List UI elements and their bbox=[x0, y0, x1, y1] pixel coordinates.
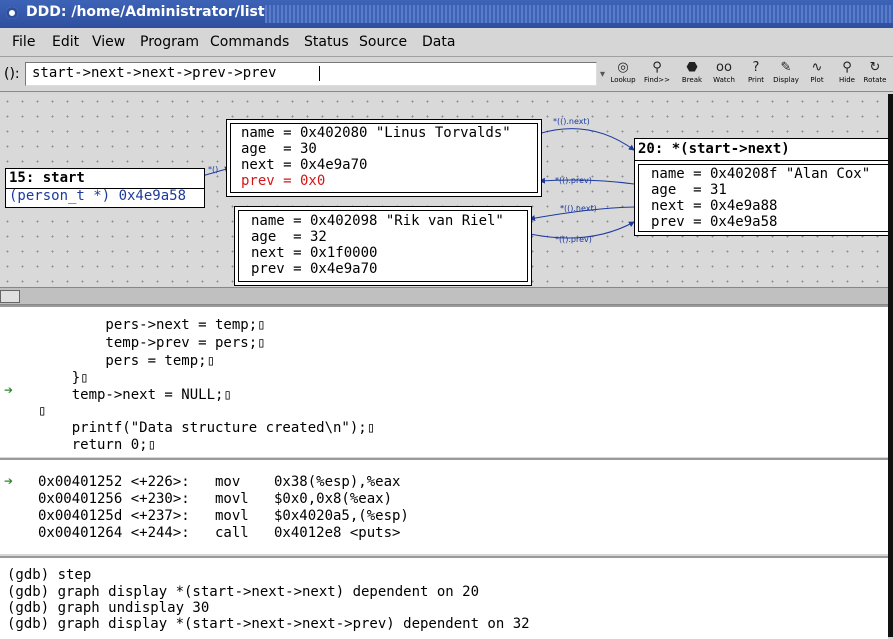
text-caret bbox=[319, 66, 320, 81]
eyes-icon: oo bbox=[716, 60, 732, 75]
display-icon: ✎ bbox=[780, 60, 792, 75]
rotate-button[interactable]: ↻Rotate bbox=[857, 60, 893, 88]
edge-32-prev-to-20 bbox=[529, 221, 635, 239]
node-rik-next: next = 0x1f0000 bbox=[251, 245, 378, 261]
node-linus-prev: prev = 0x0 bbox=[241, 173, 326, 189]
node-rik[interactable]: name = 0x402098 "Rik van Riel" age = 32 … bbox=[234, 206, 532, 286]
source-line: ▯ bbox=[38, 403, 47, 419]
print-button[interactable]: ?Print bbox=[738, 60, 774, 88]
node-linus-name: name = 0x402080 "Linus Torvalds" bbox=[241, 125, 511, 141]
edge-label-deref: *() bbox=[208, 165, 218, 174]
vertical-scrollbar[interactable] bbox=[888, 94, 893, 637]
node-rik-name: name = 0x402098 "Rik van Riel" bbox=[251, 213, 504, 229]
menu-commands[interactable]: Commands bbox=[210, 34, 290, 50]
plot-icon: ∿ bbox=[811, 60, 823, 75]
source-line: }▯ bbox=[38, 370, 89, 386]
console-line: (gdb) graph undisplay 30 bbox=[7, 600, 210, 616]
edge-20-prev-to-30 bbox=[539, 177, 635, 185]
source-line: return 0;▯ bbox=[38, 437, 157, 453]
source-line: pers->next = temp;▯ bbox=[38, 317, 266, 333]
console-line: (gdb) graph display *(start->next->next)… bbox=[7, 584, 480, 600]
start-display[interactable]: 15: start (person_t *) 0x4e9a58 bbox=[5, 168, 205, 208]
node-linus-age: age = 30 bbox=[241, 141, 317, 157]
hide-button[interactable]: ⚲Hide bbox=[829, 60, 865, 88]
plot-button[interactable]: ∿Plot bbox=[799, 60, 835, 88]
source-line: temp->prev = pers;▯ bbox=[38, 335, 266, 351]
lookup-icon: ◎ bbox=[617, 60, 629, 75]
source-pane[interactable]: ➔ pers->next = temp;▯ temp->prev = pers;… bbox=[0, 305, 888, 457]
toolbar: (): start->next->next->prev->prev ▾ ◎Loo… bbox=[0, 57, 893, 92]
edge-30-next bbox=[537, 128, 635, 151]
stop-sign-icon: ⬣ bbox=[686, 60, 698, 75]
argument-input[interactable]: start->next->next->prev->prev ▾ bbox=[25, 62, 605, 86]
start-title: 15: start bbox=[9, 170, 85, 186]
display-button[interactable]: ✎Display bbox=[768, 60, 804, 88]
find-button[interactable]: ⚲Find>> bbox=[639, 60, 675, 88]
asm-line: 0x00401256 <+230>: movl $0x0,0x8(%eax) bbox=[38, 491, 393, 507]
start-value: (person_t *) 0x4e9a58 bbox=[9, 188, 187, 204]
argument-value: start->next->next->prev->prev bbox=[32, 65, 277, 81]
execution-arrow-icon: ➔ bbox=[4, 472, 14, 490]
menu-view[interactable]: View bbox=[92, 34, 126, 50]
scrollbar-thumb[interactable] bbox=[0, 290, 20, 303]
window-title: DDD: /home/Administrator/list.c bbox=[26, 4, 279, 20]
menu-status[interactable]: Status bbox=[304, 34, 349, 50]
menu-file[interactable]: File bbox=[12, 34, 36, 50]
node-alan-title: 20: *(start->next) bbox=[638, 141, 790, 157]
lookup-button[interactable]: ◎Lookup bbox=[605, 60, 641, 88]
gdb-console-pane[interactable]: (gdb) step (gdb) graph display *(start->… bbox=[0, 556, 888, 639]
console-line: (gdb) graph display *(start->next->next-… bbox=[7, 616, 530, 632]
asm-line: 0x0040125d <+237>: movl $0x4020a5,(%esp) bbox=[38, 508, 409, 524]
asm-line: 0x00401264 <+244>: call 0x4012e8 <puts> bbox=[38, 525, 401, 541]
node-alan-age: age = 31 bbox=[651, 182, 727, 198]
edge-32-next bbox=[529, 206, 635, 222]
asm-line-current: 0x00401252 <+226>: mov 0x38(%esp),%eax bbox=[38, 474, 401, 490]
edge-label-prev: *(().prev) bbox=[555, 176, 592, 185]
source-line: pers = temp;▯ bbox=[38, 353, 216, 369]
edge-label-next-2: *(().next) bbox=[560, 204, 597, 213]
break-button[interactable]: ⬣Break bbox=[674, 60, 710, 88]
data-graph-pane[interactable]: *(().next) *(().prev) *(().next) *(().pr… bbox=[0, 94, 890, 286]
node-alan-next: next = 0x4e9a88 bbox=[651, 198, 778, 214]
binoculars-icon: ⚲ bbox=[652, 60, 662, 75]
menu-source[interactable]: Source bbox=[359, 34, 408, 50]
node-alan-prev: prev = 0x4e9a58 bbox=[651, 214, 778, 230]
menu-bar: File Edit View Program Commands Status S… bbox=[0, 30, 893, 57]
title-bar-stripes bbox=[265, 5, 893, 23]
menu-program[interactable]: Program bbox=[140, 34, 200, 50]
node-linus[interactable]: name = 0x402080 "Linus Torvalds" age = 3… bbox=[226, 119, 542, 197]
source-line: printf("Data structure created\n");▯ bbox=[38, 420, 376, 436]
machine-code-pane[interactable]: ➔ 0x00401252 <+226>: mov 0x38(%esp),%eax… bbox=[0, 458, 888, 554]
argument-label: (): bbox=[4, 66, 20, 82]
node-alan[interactable]: 20: *(start->next) name = 0x40208f "Alan… bbox=[634, 138, 890, 236]
window-menu-icon[interactable] bbox=[6, 7, 18, 19]
execution-arrow-icon: ➔ bbox=[4, 381, 14, 399]
question-icon: ? bbox=[752, 60, 760, 75]
graph-horizontal-scrollbar[interactable] bbox=[0, 287, 888, 305]
edge-label-prev-2: *(().prev) bbox=[555, 235, 592, 244]
menu-edit[interactable]: Edit bbox=[52, 34, 80, 50]
title-bar: DDD: /home/Administrator/list.c bbox=[0, 0, 893, 28]
edge-start-to-30 bbox=[201, 166, 231, 177]
menu-data[interactable]: Data bbox=[422, 34, 456, 50]
dropdown-icon[interactable]: ▾ bbox=[600, 69, 606, 80]
node-linus-next: next = 0x4e9a70 bbox=[241, 157, 368, 173]
rotate-icon: ↻ bbox=[869, 60, 881, 75]
node-alan-name: name = 0x40208f "Alan Cox" bbox=[651, 166, 871, 182]
edge-label-next: *(().next) bbox=[553, 117, 590, 126]
source-line-current: temp->next = NULL;▯ bbox=[38, 387, 232, 403]
magnifier-icon: ⚲ bbox=[842, 60, 852, 75]
node-rik-age: age = 32 bbox=[251, 229, 327, 245]
node-rik-prev: prev = 0x4e9a70 bbox=[251, 261, 378, 277]
console-line: (gdb) step bbox=[7, 567, 92, 583]
graph-edges: *(().next) *(().prev) *(().next) *(().pr… bbox=[201, 117, 635, 244]
